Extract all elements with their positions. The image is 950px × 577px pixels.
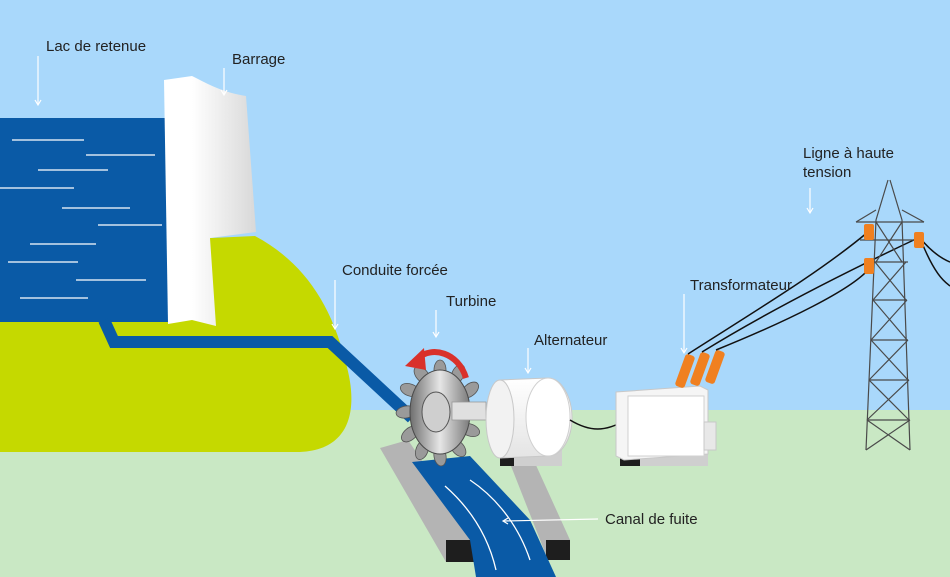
rotation-arrowhead	[405, 348, 426, 370]
label-power-line-2: tension	[803, 164, 851, 181]
pylon	[855, 179, 925, 451]
label-power-line-1: Ligne à haute	[803, 145, 894, 162]
dam	[164, 76, 192, 324]
label-generator: Alternateur	[534, 332, 607, 349]
water-ripples	[0, 139, 162, 299]
transformer	[615, 385, 717, 466]
label-pointers	[34, 56, 814, 525]
turbine-shaft	[451, 401, 487, 421]
tailrace-water	[412, 456, 556, 577]
label-transformer: Transformateur	[690, 277, 792, 294]
label-penstock: Conduite forcée	[342, 262, 448, 279]
generator	[485, 377, 573, 466]
reservoir-water	[0, 118, 168, 328]
label-turbine: Turbine	[446, 293, 496, 310]
transformer-insulators	[675, 350, 725, 388]
dam-face	[192, 76, 256, 326]
label-dam: Barrage	[232, 51, 285, 68]
label-reservoir: Lac de retenue	[46, 38, 146, 55]
penstock	[98, 317, 417, 423]
turbine	[395, 359, 487, 467]
pylon-insulators	[864, 224, 924, 274]
turbine-hub	[421, 391, 451, 433]
label-tailrace: Canal de fuite	[605, 511, 698, 528]
